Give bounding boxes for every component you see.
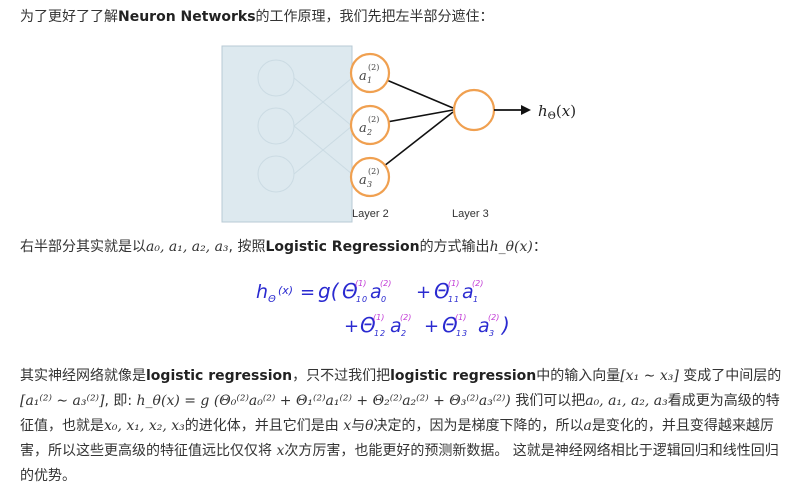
layer-2-label: Layer 2 [352,208,389,220]
text: 的方式输出 [419,239,490,255]
node-a3 [349,156,391,198]
svg-text:a: a [370,281,382,303]
text: 决定的，因为是梯度下降的，所以 [373,418,584,434]
svg-text:a: a [359,121,367,136]
hidden-vector: [a₁⁽²⁾ ∼ a₃⁽²⁾] [20,393,105,409]
svg-text:2: 2 [401,329,406,338]
vars-a: a₀, a₁, a₂, a₃ [146,239,229,255]
text: 与 [351,418,366,434]
svg-text:1: 1 [367,76,372,85]
svg-text:0: 0 [381,295,386,304]
svg-text:2: 2 [380,329,385,338]
svg-text:1: 1 [448,295,453,304]
svg-text:(2): (2) [368,115,379,124]
intro-bold: Neuron Networks [118,9,256,25]
text: x [343,418,352,434]
h-theta-x: h_θ(x) [489,239,533,255]
covered-left-half [221,45,353,223]
svg-text:(x): (x) [278,284,293,297]
svg-text:=: = [300,282,315,303]
text: x₀, x₁, x₂, x₃ [104,418,185,434]
explanation-paragraph: 其实神经网络就像是logistic regression，只不过我们把logis… [20,364,790,489]
svg-text:3: 3 [489,329,494,338]
intro-text: 为了更好了了解 [20,9,118,25]
bold-logistic-regression-1: logistic regression [146,368,293,384]
svg-text:3: 3 [462,329,467,338]
svg-text:Θ: Θ [434,279,450,303]
text: 右半部分其实就是以 [20,239,146,255]
svg-text:1: 1 [356,295,361,304]
text: 是变化的，并且变得越来越厉害，所以这些更高级的特征值远比仅仅将 [20,418,774,459]
node-a1 [349,52,391,94]
svg-text:g(: g( [318,279,340,303]
text: 中的输入向量 [536,368,621,384]
svg-text:(2): (2) [368,167,379,176]
input-vector: [x₁ ∼ x₃] [620,368,679,384]
svg-text:1: 1 [454,295,459,304]
text: , 按照 [228,239,266,255]
text: ，只不过我们把 [292,368,391,384]
svg-text:+: + [424,316,439,337]
svg-text:Θ: Θ [342,279,358,303]
svg-text:1: 1 [374,329,379,338]
svg-text:a: a [359,69,367,84]
svg-text:Θ: Θ [442,313,458,337]
svg-text:0: 0 [362,295,367,304]
text: , 即: [104,393,137,409]
intro-paragraph: 为了更好了了解Neuron Networks的工作原理，我们先把左半部分遮住： [20,4,494,30]
svg-text:a: a [359,173,367,188]
svg-text:(1): (1) [373,313,384,322]
output-label: hΘ(x) [538,102,576,122]
node-a2 [349,104,391,146]
svg-text:Θ: Θ [360,313,376,337]
svg-text:Θ: Θ [268,294,276,305]
text: 次方厉害，也能更好的预测新数据。 这就是神经网络相比于逻辑回归和线性回归的优势。 [20,443,779,484]
text: a₀, a₁, a₂, a₃ [585,393,668,409]
text: ： [532,239,547,255]
text: a [583,418,592,434]
svg-text:h: h [256,281,268,303]
svg-text:(2): (2) [380,279,391,288]
text: 变成了中间层的 [678,368,782,384]
hypothesis-equation: h_θ(x) = g (Θ₀⁽²⁾a₀⁽²⁾ + Θ₁⁽²⁾a₁⁽²⁾ + Θ₂… [136,393,511,409]
svg-text:3: 3 [367,180,372,189]
output-node [452,88,496,132]
intro-suffix: 的工作原理，我们先把左半部分遮住： [255,9,494,25]
svg-text:(2): (2) [368,63,379,72]
svg-text:(2): (2) [488,313,499,322]
svg-text:(2): (2) [400,313,411,322]
text: x [276,443,285,459]
layer-3-label: Layer 3 [452,208,489,220]
svg-text:(1): (1) [355,279,366,288]
svg-text:1: 1 [473,295,478,304]
text: 其实神经网络就像是 [20,368,146,384]
text: 的进化体，并且它们是由 [184,418,344,434]
bold-logistic-regression-2: logistic regression [390,368,537,384]
text: θ [365,418,374,434]
svg-text:+: + [416,282,431,303]
svg-text:+: + [344,316,359,337]
svg-text:): ) [500,313,510,337]
svg-text:a: a [390,315,402,337]
svg-text:2: 2 [366,128,372,137]
svg-text:(1): (1) [448,279,459,288]
svg-text:(2): (2) [472,279,483,288]
text: 我们可以把 [510,393,586,409]
svg-text:a: a [462,281,474,303]
svg-text:a: a [478,315,490,337]
bold-logistic-regression: Logistic Regression [265,239,420,255]
svg-text:1: 1 [456,329,461,338]
svg-text:(1): (1) [455,313,466,322]
text: 看成更为高级的特征值，也就是 [20,393,780,434]
right-half-paragraph: 右半部分其实就是以a₀, a₁, a₂, a₃, 按照Logistic Regr… [20,234,547,260]
